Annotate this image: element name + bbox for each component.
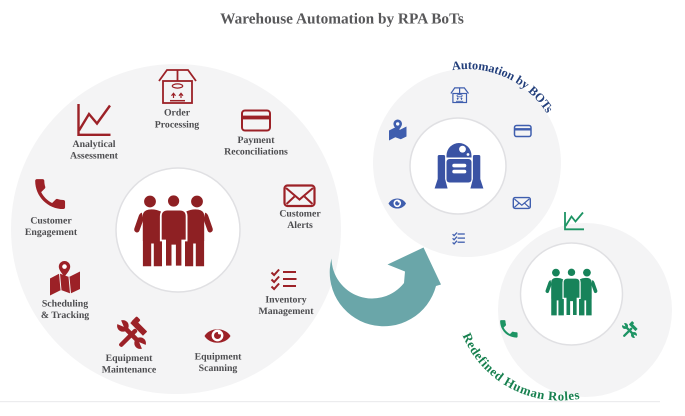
svg-text:Warehouse Automation by RPA Bo: Warehouse Automation by RPA BoTs: [220, 11, 464, 28]
svg-text:Alerts: Alerts: [287, 220, 313, 231]
svg-text:Customer: Customer: [279, 209, 321, 220]
svg-text:Equipment: Equipment: [195, 352, 243, 363]
svg-text:Inventory: Inventory: [265, 295, 306, 306]
svg-text:Scheduling: Scheduling: [42, 299, 88, 310]
svg-text:Scanning: Scanning: [199, 363, 238, 374]
svg-text:Processing: Processing: [155, 120, 200, 131]
svg-text:Engagement: Engagement: [25, 227, 78, 238]
svg-text:Customer: Customer: [30, 216, 72, 227]
svg-text:Reconciliations: Reconciliations: [224, 147, 288, 158]
svg-text:Analytical: Analytical: [73, 139, 116, 150]
svg-text:Payment: Payment: [237, 135, 275, 146]
svg-text:Assessment: Assessment: [70, 151, 119, 162]
svg-text:Management: Management: [259, 306, 315, 317]
svg-text:Equipment: Equipment: [106, 353, 154, 364]
svg-text:& Tracking: & Tracking: [41, 310, 89, 321]
svg-text:Order: Order: [164, 108, 191, 119]
svg-text:Maintenance: Maintenance: [102, 365, 157, 376]
